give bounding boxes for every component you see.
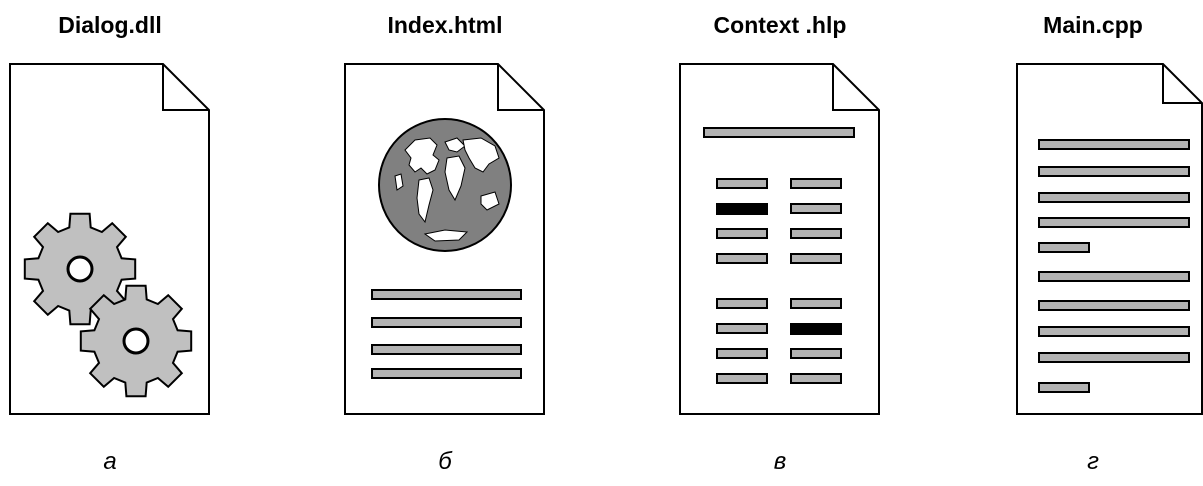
file-name: Main.cpp bbox=[1043, 12, 1143, 38]
file-dialog-dll: Dialog.dll а bbox=[0, 0, 220, 486]
gear-hole bbox=[66, 255, 94, 283]
file-name: Dialog.dll bbox=[58, 12, 162, 38]
text-lines-icon bbox=[371, 289, 522, 379]
document-page-icon bbox=[9, 63, 210, 415]
gears-icon bbox=[23, 212, 193, 398]
file-caption: б bbox=[438, 448, 452, 475]
globe-icon bbox=[378, 118, 512, 252]
columns-icon bbox=[703, 127, 855, 384]
gear-hole bbox=[122, 327, 150, 355]
file-main-cpp: Main.cpp г bbox=[983, 0, 1203, 486]
file-index-html: Index.html б bbox=[335, 0, 555, 486]
document-page-icon bbox=[344, 63, 545, 415]
file-caption: г bbox=[1087, 448, 1099, 475]
document-page-icon bbox=[679, 63, 880, 415]
file-name: Context .hlp bbox=[713, 12, 847, 38]
code-lines-icon bbox=[1038, 139, 1190, 393]
file-caption: в bbox=[773, 448, 787, 475]
file-context-hlp: Context .hlp в bbox=[670, 0, 890, 486]
file-caption: а bbox=[103, 448, 117, 475]
file-name: Index.html bbox=[387, 12, 503, 38]
document-page-icon bbox=[1016, 63, 1203, 415]
